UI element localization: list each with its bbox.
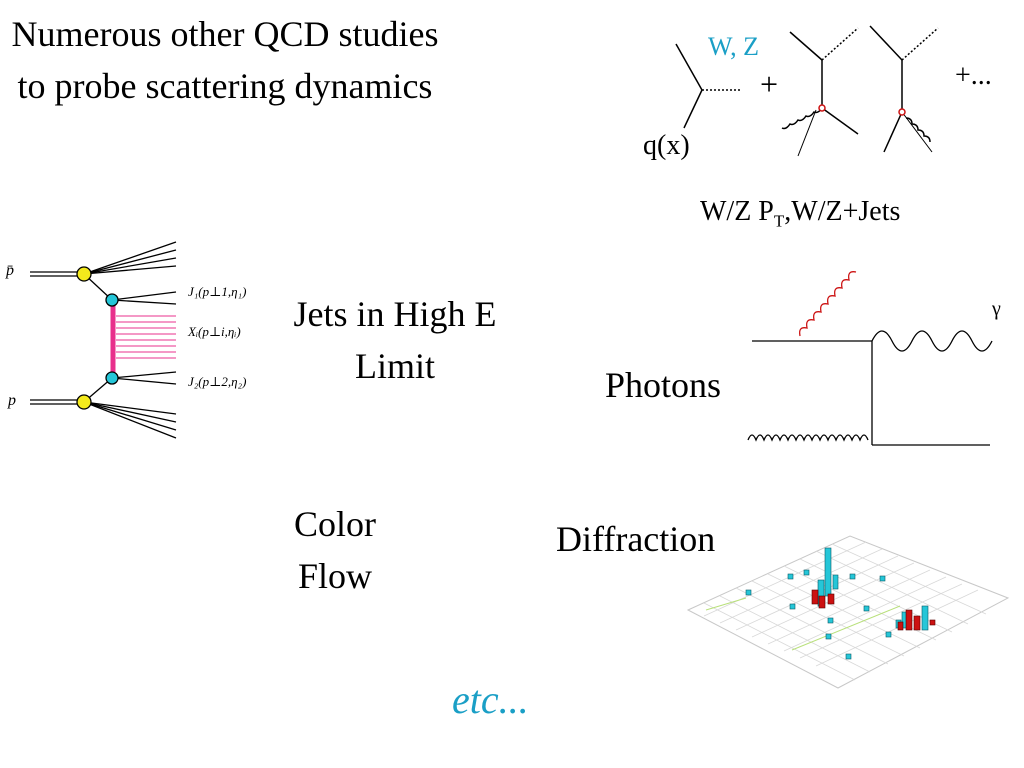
- wz-caption-main: W/Z P: [700, 196, 774, 227]
- jet2-label: J₂(p⊥2,η₂): [188, 374, 247, 389]
- wz-feynman-diagram: [675, 25, 939, 157]
- topic-photons: Photons: [605, 365, 722, 405]
- wz-caption-tail: ,W/Z+Jets: [784, 196, 901, 227]
- slide-title: Numerous other QCD studies to probe scat…: [11, 14, 439, 106]
- plus-sign: +: [760, 66, 779, 102]
- wz-caption: W/Z PT,W/Z+Jets: [700, 196, 900, 232]
- xi-label: Xᵢ(p⊥i,ηᵢ): [188, 324, 241, 339]
- photon-diagram: [747, 271, 993, 446]
- topic-diffraction: Diffraction: [556, 519, 716, 559]
- p-label: p: [8, 392, 16, 409]
- jet-diagram: [30, 241, 177, 439]
- quark-label: q(x): [643, 130, 690, 161]
- diffraction-lego-plot: [686, 535, 1010, 689]
- pbar-label: p̄: [6, 262, 14, 279]
- topic-jets: Jets in High E Limit: [293, 294, 497, 386]
- topic-etc: etc...: [452, 677, 529, 722]
- wz-caption-sub: T: [773, 211, 785, 231]
- topic-color-flow: Color Flow: [293, 504, 376, 596]
- plus-more-sign: +...: [955, 60, 992, 91]
- gamma-label: γ: [992, 298, 1001, 320]
- wz-boson-label: W, Z: [708, 32, 760, 61]
- jet1-label: J₁(p⊥1,η₁): [188, 284, 247, 299]
